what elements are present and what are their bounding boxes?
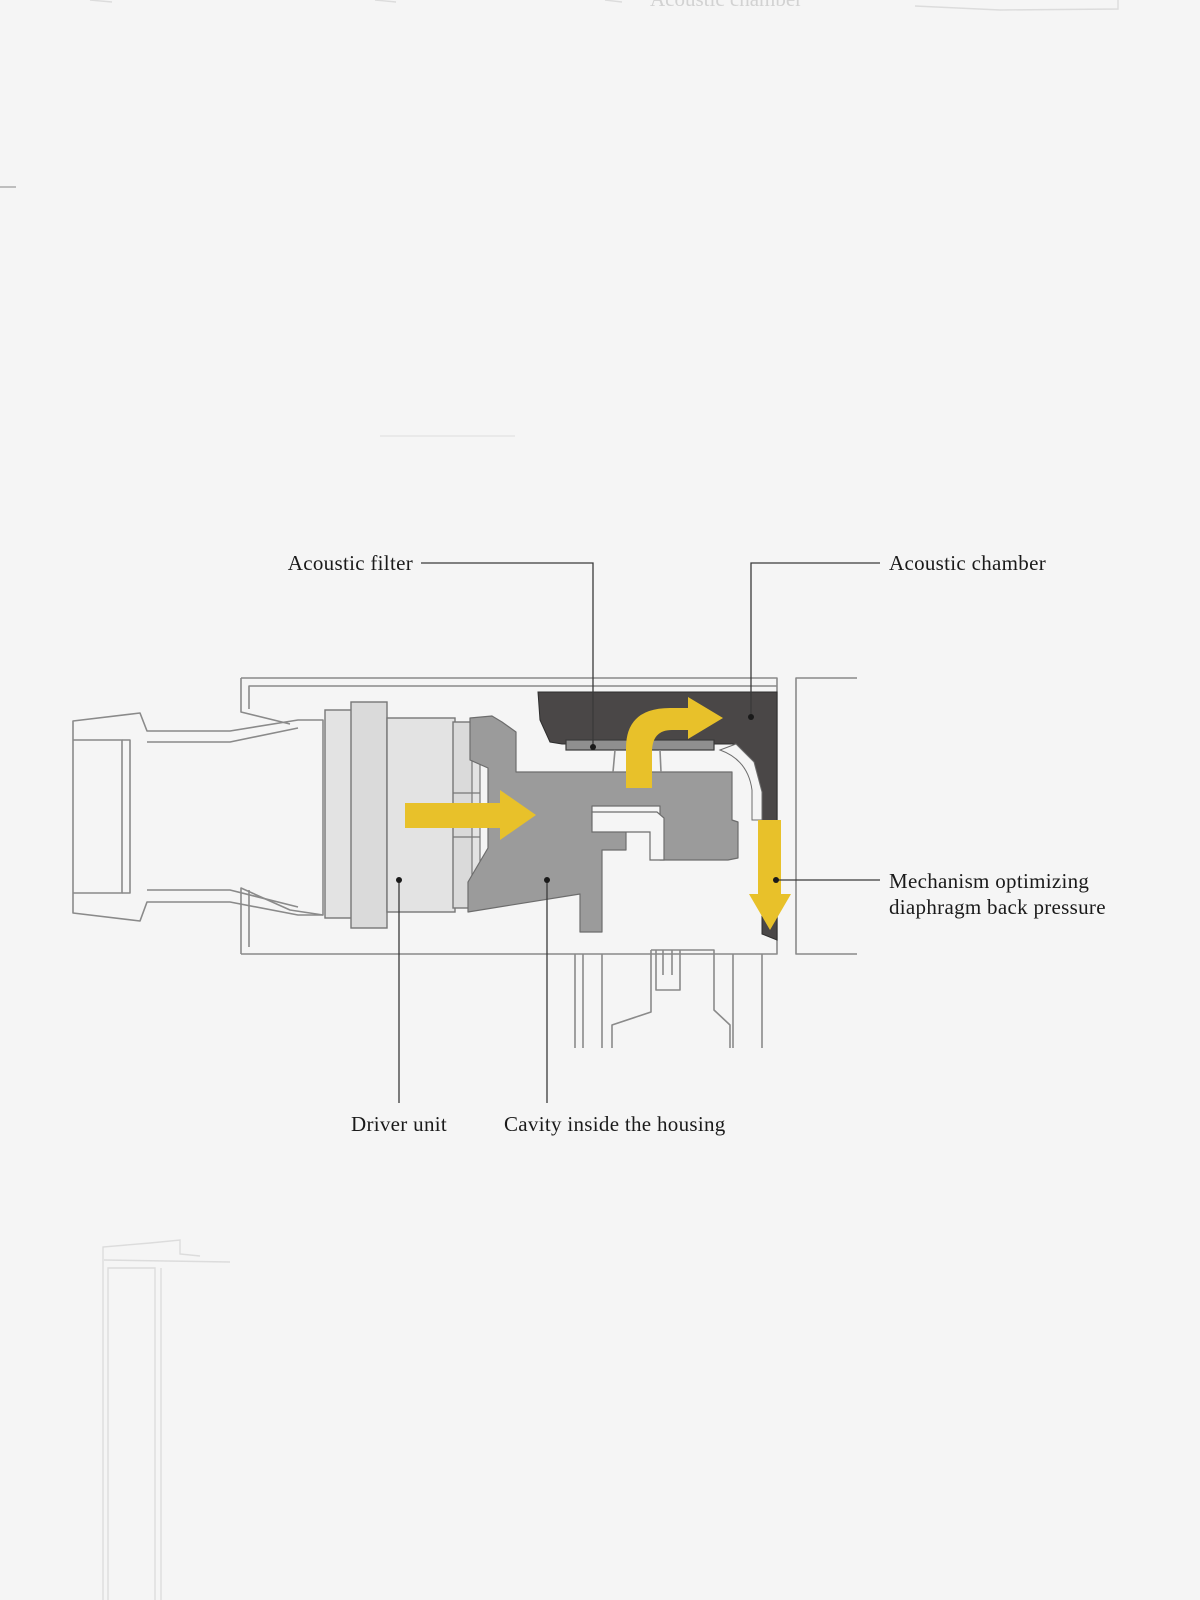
driver-unit-label: Driver unit	[351, 1112, 447, 1136]
acoustic-filter-label: Acoustic filter	[288, 551, 413, 575]
arrow-up-curve	[626, 697, 723, 788]
faded-bottom-remnants	[102, 1239, 231, 1600]
leader-lines	[396, 562, 880, 1103]
faded-top-label: Acoustic chamber	[650, 0, 802, 11]
stem-outline	[574, 954, 763, 1048]
acoustic-chamber-label: Acoustic chamber	[889, 551, 1046, 575]
chamber-inner-channel	[718, 743, 763, 821]
airflow-arrows	[405, 697, 791, 930]
arrow-right	[405, 790, 536, 840]
mechanism-label-line2: diaphragm back pressure	[889, 895, 1106, 919]
cavity-label: Cavity inside the housing	[504, 1112, 726, 1136]
housing-outline	[72, 677, 857, 1048]
driver-unit	[324, 701, 481, 929]
cavity-slot	[591, 811, 665, 861]
right-cap	[795, 677, 857, 955]
mechanism-label-line1: Mechanism optimizing	[889, 869, 1089, 893]
arrow-down	[749, 820, 791, 930]
faded-top-remnants: Acoustic chamber	[0, 0, 1119, 437]
